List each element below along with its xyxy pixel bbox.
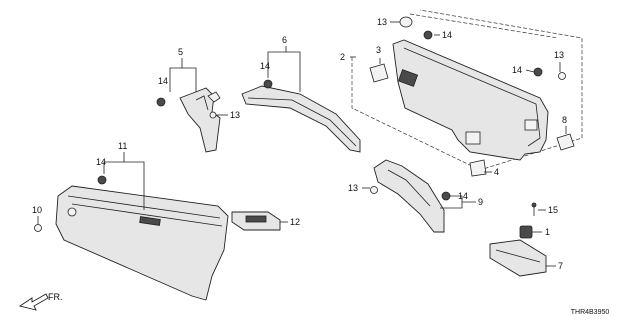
callout-14: 14	[260, 61, 270, 71]
lining-window-left	[397, 69, 419, 87]
direction-label: FR.	[48, 292, 63, 302]
callout-2: 2	[340, 52, 345, 62]
front-direction-arrow: FR.	[18, 292, 63, 311]
clip-13-side	[370, 186, 378, 194]
pad-3	[369, 63, 389, 83]
grommet-14-top	[423, 30, 433, 40]
callout-13: 13	[377, 17, 387, 27]
callout-14: 14	[512, 65, 522, 75]
handle-12	[231, 211, 281, 231]
grommet-14-side	[441, 191, 451, 201]
pillar-trim-5	[156, 87, 221, 153]
sill-latch-recess	[139, 216, 161, 226]
roof-trim-6	[241, 79, 361, 153]
callout-7: 7	[558, 261, 563, 271]
callout-4: 4	[494, 167, 499, 177]
side-trim-9	[370, 159, 451, 233]
latch-7	[489, 239, 547, 277]
lining-vent-right	[524, 119, 538, 131]
grommet-14-right	[533, 67, 543, 77]
callout-6: 6	[282, 35, 287, 45]
pad-4	[469, 159, 487, 177]
callout-13: 13	[230, 110, 240, 120]
callout-14: 14	[442, 30, 452, 40]
switch-1	[519, 225, 533, 239]
grommet-14-pillar	[156, 97, 166, 107]
clip-10	[34, 224, 42, 232]
leader-lines	[37, 21, 567, 267]
clip-13-pillar	[209, 111, 217, 119]
callout-13: 13	[554, 50, 564, 60]
clip-13-top	[399, 16, 413, 28]
grommet-14-sill	[97, 175, 107, 185]
rear-sill-trim-11	[34, 175, 229, 301]
callout-13: 13	[348, 183, 358, 193]
callout-labels: 13 14 2 3 5 14 13 6 14 13 14 8 4 11 14 1…	[32, 17, 567, 271]
callout-5: 5	[178, 47, 183, 57]
diagram-code: THR4B3950	[571, 309, 610, 316]
callout-9: 9	[478, 197, 483, 207]
clip-13-right	[558, 72, 566, 80]
sill-hole	[67, 207, 77, 217]
callout-10: 10	[32, 205, 42, 215]
tailgate-lining-panel	[392, 39, 549, 161]
lining-handle-recess	[465, 131, 481, 145]
callout-14: 14	[458, 191, 468, 201]
callout-15: 15	[548, 205, 558, 215]
pad-8	[556, 133, 575, 151]
callout-8: 8	[562, 115, 567, 125]
latch-assembly	[489, 202, 547, 277]
callout-1: 1	[545, 227, 550, 237]
callout-14: 14	[96, 157, 106, 167]
callout-11: 11	[118, 141, 127, 151]
tailgate-lining-group	[351, 9, 583, 177]
handle-grip	[245, 215, 267, 223]
callout-3: 3	[376, 45, 381, 55]
grommet-14-roof	[263, 79, 273, 89]
callout-14: 14	[158, 76, 168, 86]
callout-12: 12	[290, 217, 300, 227]
